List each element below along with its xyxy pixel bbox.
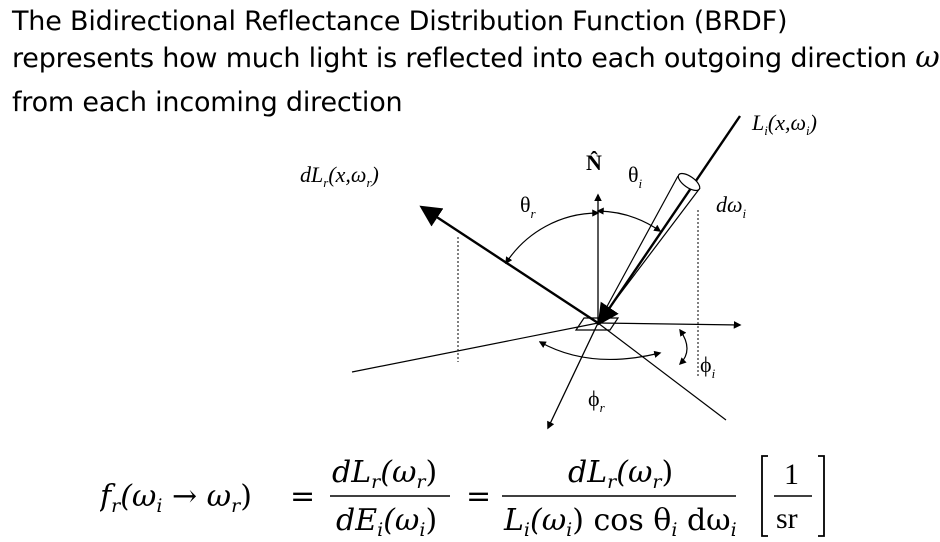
incoming-radiance-L: L bbox=[751, 110, 764, 135]
theta-r-label: θr bbox=[520, 192, 537, 221]
theta-i-sub: i bbox=[639, 176, 643, 191]
formula-den-1-close: ) bbox=[425, 503, 437, 538]
outgoing-radiance-args-sub: r bbox=[366, 175, 372, 190]
formula-num-1-close: ) bbox=[426, 455, 438, 490]
formula-den-2-mid: ) cos θ bbox=[572, 503, 671, 538]
units-denominator: sr bbox=[776, 502, 798, 535]
formula-den-1-dE: dE bbox=[336, 503, 377, 538]
solid-angle-cone-cap bbox=[677, 172, 701, 192]
outgoing-radiance-args: (x,ω bbox=[328, 162, 366, 187]
phi-r-symbol: ϕ bbox=[588, 386, 600, 411]
phi-r-arc bbox=[538, 341, 662, 360]
phi-r-direction-line bbox=[547, 322, 599, 430]
theta-r-arc bbox=[505, 209, 600, 265]
units-left-bracket bbox=[761, 455, 768, 537]
incoming-radiance-label: Li(x,ωi) bbox=[751, 110, 817, 138]
outgoing-radiance-close: ) bbox=[370, 162, 379, 187]
formula-den-2-args: (ω bbox=[530, 503, 566, 538]
phi-i-label: ϕi bbox=[700, 352, 716, 381]
formula-num-2-args-sub: r bbox=[652, 471, 663, 493]
solid-angle-cone-edge-2 bbox=[597, 187, 701, 324]
formula-num-2-dL: dL bbox=[568, 455, 607, 490]
solid-angle-label: dωi bbox=[716, 192, 747, 221]
formula-num-2: dLr(ωr) bbox=[568, 455, 673, 493]
phi-i-arc bbox=[678, 328, 688, 366]
description-line-1: The Bidirectional Reflectance Distributi… bbox=[12, 6, 788, 37]
formula-den-2-args-sub: i bbox=[566, 519, 572, 540]
theta-i-arc bbox=[596, 207, 662, 232]
formula-lhs: fr(ωi → ωr) bbox=[100, 479, 252, 517]
formula-den-2: Li(ωi) cos θi dωi bbox=[503, 503, 737, 540]
brdf-formula: fr(ωi → ωr) = dLr(ωr) dEi(ωi) = dLr(ωr) … bbox=[100, 455, 825, 540]
azimuth-reference-right bbox=[597, 322, 727, 421]
description-line-2: represents how much light is reflected i… bbox=[12, 40, 940, 85]
theta-r-symbol: θ bbox=[520, 192, 531, 217]
normal-label: N̂ bbox=[586, 150, 602, 175]
solid-angle-sub: i bbox=[743, 206, 747, 221]
outgoing-radiance-dL-sub: r bbox=[323, 175, 329, 190]
incoming-radiance-close: ) bbox=[808, 110, 817, 135]
formula-den-1-args: (ω bbox=[383, 503, 419, 538]
description-line-2-text: represents how much light is reflected i… bbox=[12, 43, 907, 74]
phi-i-sub: i bbox=[712, 366, 716, 381]
formula-lhs-wi-sub: i bbox=[156, 495, 162, 517]
formula-den-2-L: L bbox=[503, 503, 524, 538]
omega-r-symbol: ωr bbox=[915, 40, 940, 77]
formula-den-1-sub: i bbox=[377, 519, 383, 540]
formula-lhs-close: ) bbox=[240, 479, 252, 514]
description-line-3: from each incoming direction bbox=[12, 87, 403, 118]
formula-eq-2: = bbox=[466, 479, 491, 514]
formula-eq-1: = bbox=[290, 479, 315, 514]
phi-r-label: ϕr bbox=[588, 386, 606, 415]
incoming-radiance-args-sub: i bbox=[806, 123, 810, 138]
formula-lhs-wr-sub: r bbox=[231, 495, 242, 517]
formula-num-1-dL: dL bbox=[332, 455, 371, 490]
formula-num-1-args-sub: r bbox=[416, 471, 427, 493]
slide-description: The Bidirectional Reflectance Distributi… bbox=[12, 4, 940, 121]
phi-i-symbol: ϕ bbox=[700, 352, 712, 377]
surface-tangent-axis bbox=[597, 321, 742, 329]
theta-r-sub: r bbox=[531, 206, 537, 221]
theta-i-label: θi bbox=[628, 162, 643, 191]
formula-den-2-end-sub: i bbox=[731, 519, 737, 540]
formula-num-2-close: ) bbox=[662, 455, 674, 490]
formula-num-2-args: (ω bbox=[616, 455, 652, 490]
formula-lhs-arrow: → ω bbox=[162, 479, 231, 514]
solid-angle-symbol: dω bbox=[716, 192, 743, 217]
formula-den-1: dEi(ωi) bbox=[336, 503, 437, 540]
formula-lhs-f-sub: r bbox=[111, 495, 122, 517]
formula-lhs-args: (ω bbox=[120, 479, 156, 514]
omega-r-symbol-base: ω bbox=[915, 40, 940, 75]
outgoing-ray bbox=[419, 205, 599, 325]
formula-den-2-theta-sub: i bbox=[671, 519, 677, 540]
units-right-bracket bbox=[818, 455, 825, 537]
incoming-ray bbox=[597, 115, 741, 326]
units-numerator: 1 bbox=[784, 458, 799, 491]
outgoing-radiance-dL: dL bbox=[300, 162, 323, 187]
formula-num-1: dLr(ωr) bbox=[332, 455, 437, 493]
formula-den-1-args-sub: i bbox=[419, 519, 425, 540]
azimuth-reference-left bbox=[351, 322, 599, 373]
formula-den-2-end: dω bbox=[677, 503, 730, 538]
formula-den-2-L-sub: i bbox=[524, 519, 530, 540]
solid-angle-cone-edge-1 bbox=[597, 175, 679, 324]
theta-i-symbol: θ bbox=[628, 162, 639, 187]
phi-r-sub: r bbox=[600, 400, 606, 415]
formula-num-1-sub: r bbox=[371, 471, 382, 493]
formula-num-1-args: (ω bbox=[380, 455, 416, 490]
incoming-radiance-args: (x,ω bbox=[768, 110, 806, 135]
incoming-radiance-L-sub: i bbox=[764, 123, 768, 138]
formula-num-2-sub: r bbox=[607, 471, 618, 493]
outgoing-radiance-label: dLr(x,ωr) bbox=[300, 162, 379, 190]
